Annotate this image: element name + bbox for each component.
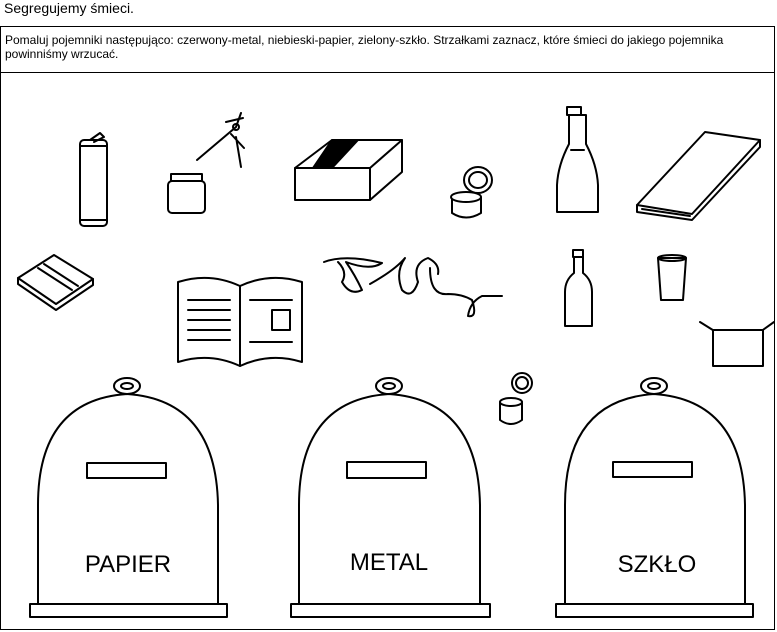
- bin-label-papier: PAPIER: [84, 551, 172, 578]
- instruction-text: Pomaluj pojemniki następująco: czerwony-…: [1, 27, 774, 73]
- drinking-glass-icon: [657, 254, 687, 301]
- small-bottle-icon: [564, 249, 593, 327]
- bin-label-metal: METAL: [349, 549, 429, 576]
- cardboard-box-icon: [294, 139, 403, 201]
- bin-label-szklo: SZKŁO: [617, 551, 697, 578]
- tin-can-open-icon: [450, 166, 493, 219]
- notebook-small-icon: [17, 254, 94, 311]
- jar-icon: [167, 173, 206, 214]
- bin-metal: [290, 377, 491, 618]
- bin-papier: [29, 377, 228, 618]
- nails-icon: [196, 112, 245, 168]
- tin-can-small-icon: [499, 372, 533, 425]
- worksheet-frame: Pomaluj pojemniki następująco: czerwony-…: [0, 26, 775, 630]
- bin-szklo: [555, 377, 754, 618]
- cooking-pot-icon: [699, 321, 775, 367]
- open-book-icon: [177, 276, 303, 367]
- worksheet-title: Segregujemy śmieci.: [4, 0, 134, 16]
- book-closed-icon: [636, 131, 761, 221]
- drink-can-icon: [79, 132, 108, 227]
- crumpled-paper-icon: [323, 257, 503, 318]
- glass-bottle-icon: [556, 106, 599, 213]
